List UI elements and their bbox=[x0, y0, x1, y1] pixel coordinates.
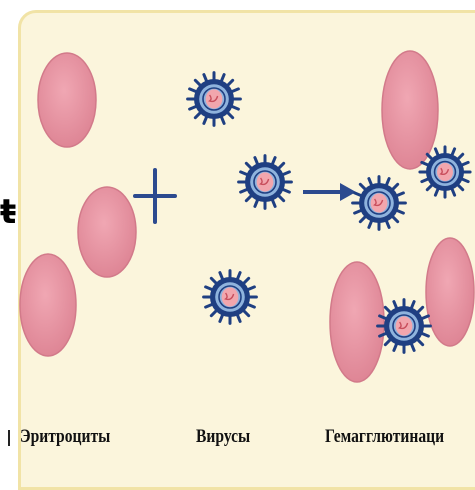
erythrocyte-group-left bbox=[20, 53, 136, 356]
virus-particle-icon bbox=[378, 300, 431, 353]
virus-particle-icon bbox=[204, 271, 257, 324]
virus-particle-icon bbox=[239, 156, 292, 209]
erythrocyte-icon bbox=[38, 53, 96, 147]
virus-group-middle bbox=[188, 73, 292, 324]
erythrocyte-icon bbox=[20, 254, 76, 356]
caption-hemagglutination: Гемагглютинаци bbox=[325, 426, 444, 448]
erythrocyte-icon bbox=[426, 238, 474, 346]
arrow-icon bbox=[303, 183, 356, 201]
virus-particle-icon bbox=[188, 73, 241, 126]
plus-sign bbox=[135, 170, 175, 222]
caption-viruses: Вирусы bbox=[196, 426, 250, 448]
virus-particle-icon bbox=[353, 177, 406, 230]
caption-erythrocytes: Эритроциты bbox=[20, 426, 110, 448]
erythrocyte-icon bbox=[382, 51, 438, 169]
left-edge-bar bbox=[8, 430, 10, 446]
virus-particle-icon bbox=[420, 147, 470, 197]
erythrocyte-icon bbox=[330, 262, 384, 382]
left-edge-text-fragment: ŧ bbox=[0, 192, 16, 232]
erythrocyte-icon bbox=[78, 187, 136, 277]
